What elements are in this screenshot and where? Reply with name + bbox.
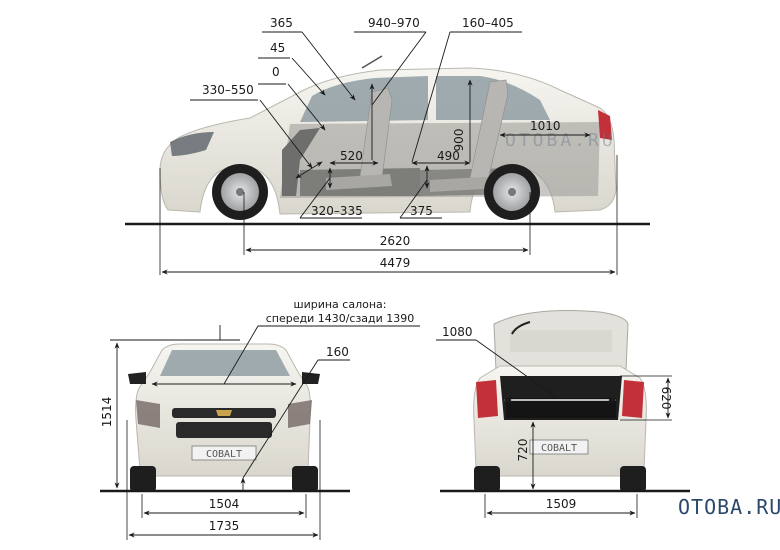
cabin-width-values: спереди 1430/сзади 1390 [266,312,415,325]
rear-track-label: 1509 [546,497,577,511]
ground-clearance-label: 160 [326,345,349,359]
length-label: 4479 [380,256,411,270]
wheelbase-label: 2620 [380,234,411,248]
label-1010: 1010 [530,119,561,133]
rear-car-illustration: COBALT [473,310,647,492]
label-365: 365 [270,16,293,30]
side-car-illustration: OTOBA.RU [159,55,617,220]
rear-plate-text: COBALT [541,443,577,454]
side-watermark: OTOBA.RU [505,130,616,151]
label-320-335: 320–335 [311,204,363,218]
label-520: 520 [340,149,363,163]
width-label: 1735 [209,519,240,533]
height-label: 1514 [100,397,114,428]
side-view: OTOBA.RU 2620 4479 365 45 0 330–550 94 [125,16,650,275]
label-490: 490 [437,149,460,163]
front-plate-text: COBALT [206,449,242,460]
label-0: 0 [272,65,280,79]
label-940-970: 940–970 [368,16,420,30]
front-car-illustration: COBALT [128,343,320,492]
watermark: OTOBA.RU [678,495,780,519]
trunk-height-label: 620 [659,387,673,410]
label-330-550: 330–550 [202,83,254,97]
label-375: 375 [410,204,433,218]
cabin-width-title: ширина салона: [294,298,387,311]
sill-height-label: 720 [516,439,530,462]
label-900: 900 [452,129,466,152]
rear-view: COBALT 1080 620 720 1509 OTOBA.RU [436,310,780,519]
label-160-405: 160–405 [462,16,514,30]
front-track-label: 1504 [209,497,240,511]
label-45: 45 [270,41,285,55]
front-view: COBALT 1514 ширина салона: спереди 1430/… [100,298,420,540]
trunk-width-label: 1080 [442,325,473,339]
